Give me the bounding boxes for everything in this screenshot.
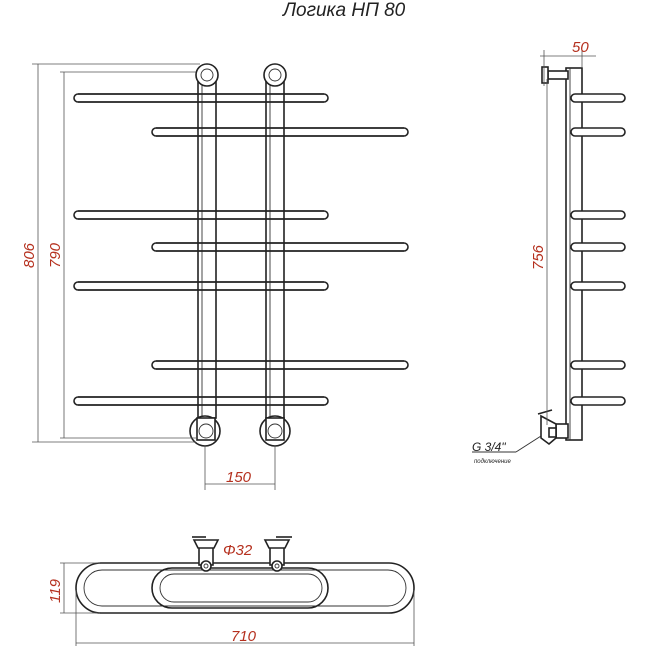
dim-label-150: 150 (226, 469, 252, 486)
connection-caption: подключение (474, 459, 511, 465)
dim-label-756: 756 (530, 244, 547, 270)
plan-outer-loop (75, 562, 415, 614)
dimension-790: 790 (47, 71, 196, 439)
side-rungs (570, 93, 626, 406)
side-rung (570, 281, 626, 291)
front-top-caps (195, 63, 287, 87)
rung (73, 396, 329, 406)
dim-label-119: 119 (47, 578, 64, 603)
side-rung (570, 93, 626, 103)
front-bottom-connections (189, 415, 291, 447)
thread-callout: G 3/4" подключение (472, 435, 542, 465)
dimension-756: 756 (530, 79, 548, 425)
plan-view: Φ32 119 710 (47, 536, 415, 646)
dim-label-50: 50 (572, 39, 589, 56)
dim-label-diameter: Φ32 (223, 542, 253, 559)
rung (73, 210, 329, 220)
rung (73, 93, 329, 103)
side-top-fitting (541, 66, 569, 84)
side-rung (570, 210, 626, 220)
rung (151, 360, 409, 370)
rung (151, 242, 409, 252)
dim-label-806: 806 (21, 242, 38, 268)
side-rung (570, 360, 626, 370)
dim-label-710: 710 (231, 628, 257, 645)
rung (151, 127, 409, 137)
plan-inner-loop (151, 567, 329, 609)
dimension-150: 150 (204, 446, 276, 490)
dimension-806: 806 (21, 63, 200, 443)
top-cap-right (263, 63, 287, 87)
dimension-119: 119 (47, 562, 100, 614)
front-view: 806 790 150 (21, 63, 409, 490)
side-rung (570, 396, 626, 406)
dim-label-790: 790 (47, 242, 64, 268)
front-rungs (73, 93, 409, 406)
dimension-50: 50 (540, 39, 596, 86)
front-rung-caps (78, 93, 404, 406)
drawing-title: Логика НП 80 (281, 0, 406, 21)
side-view: 50 756 G 3/4" подключение (472, 39, 626, 465)
side-rung (570, 127, 626, 137)
plan-fitting-left (192, 536, 220, 572)
side-bottom-valve (537, 409, 569, 446)
side-vertical-pipe (565, 67, 583, 441)
rung (73, 281, 329, 291)
top-cap-left (195, 63, 219, 87)
plan-fitting-right (263, 536, 292, 572)
side-rung (570, 242, 626, 252)
dimension-710: 710 (75, 590, 415, 646)
thread-label: G 3/4" (472, 440, 506, 454)
